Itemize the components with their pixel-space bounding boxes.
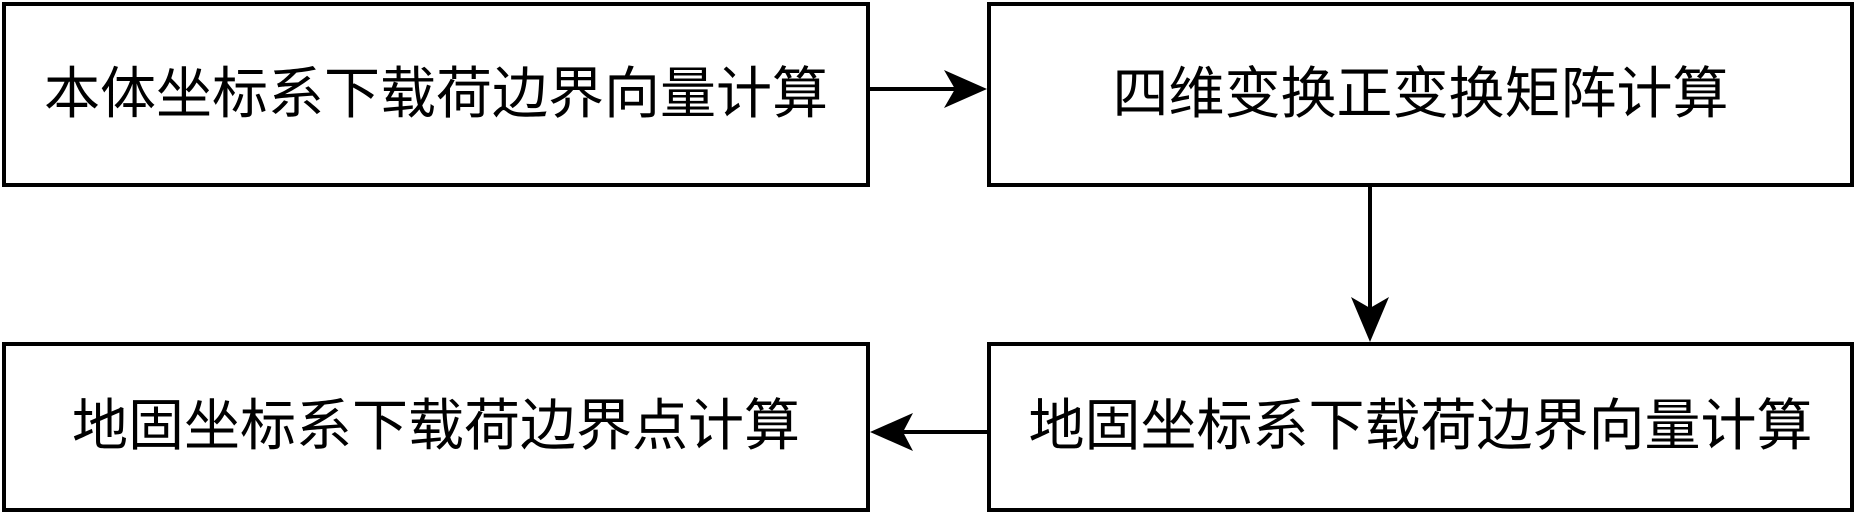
node-label: 四维变换正变换矩阵计算 <box>1112 61 1729 127</box>
arrow-b2-to-b3 <box>1351 187 1389 342</box>
node-label: 地固坐标系下载荷边界点计算 <box>72 394 800 459</box>
arrow-b1-to-b2 <box>870 70 987 108</box>
arrow-b3-to-b4 <box>870 413 987 451</box>
node-body-frame-load-boundary-vector: 本体坐标系下载荷边界向量计算 <box>2 2 870 187</box>
node-earth-fixed-load-boundary-vector: 地固坐标系下载荷边界向量计算 <box>987 342 1854 512</box>
node-label: 地固坐标系下载荷边界向量计算 <box>1028 394 1813 459</box>
node-4d-forward-transform-matrix: 四维变换正变换矩阵计算 <box>987 2 1854 187</box>
node-earth-fixed-load-boundary-points: 地固坐标系下载荷边界点计算 <box>2 342 870 512</box>
node-label: 本体坐标系下载荷边界向量计算 <box>44 61 828 127</box>
